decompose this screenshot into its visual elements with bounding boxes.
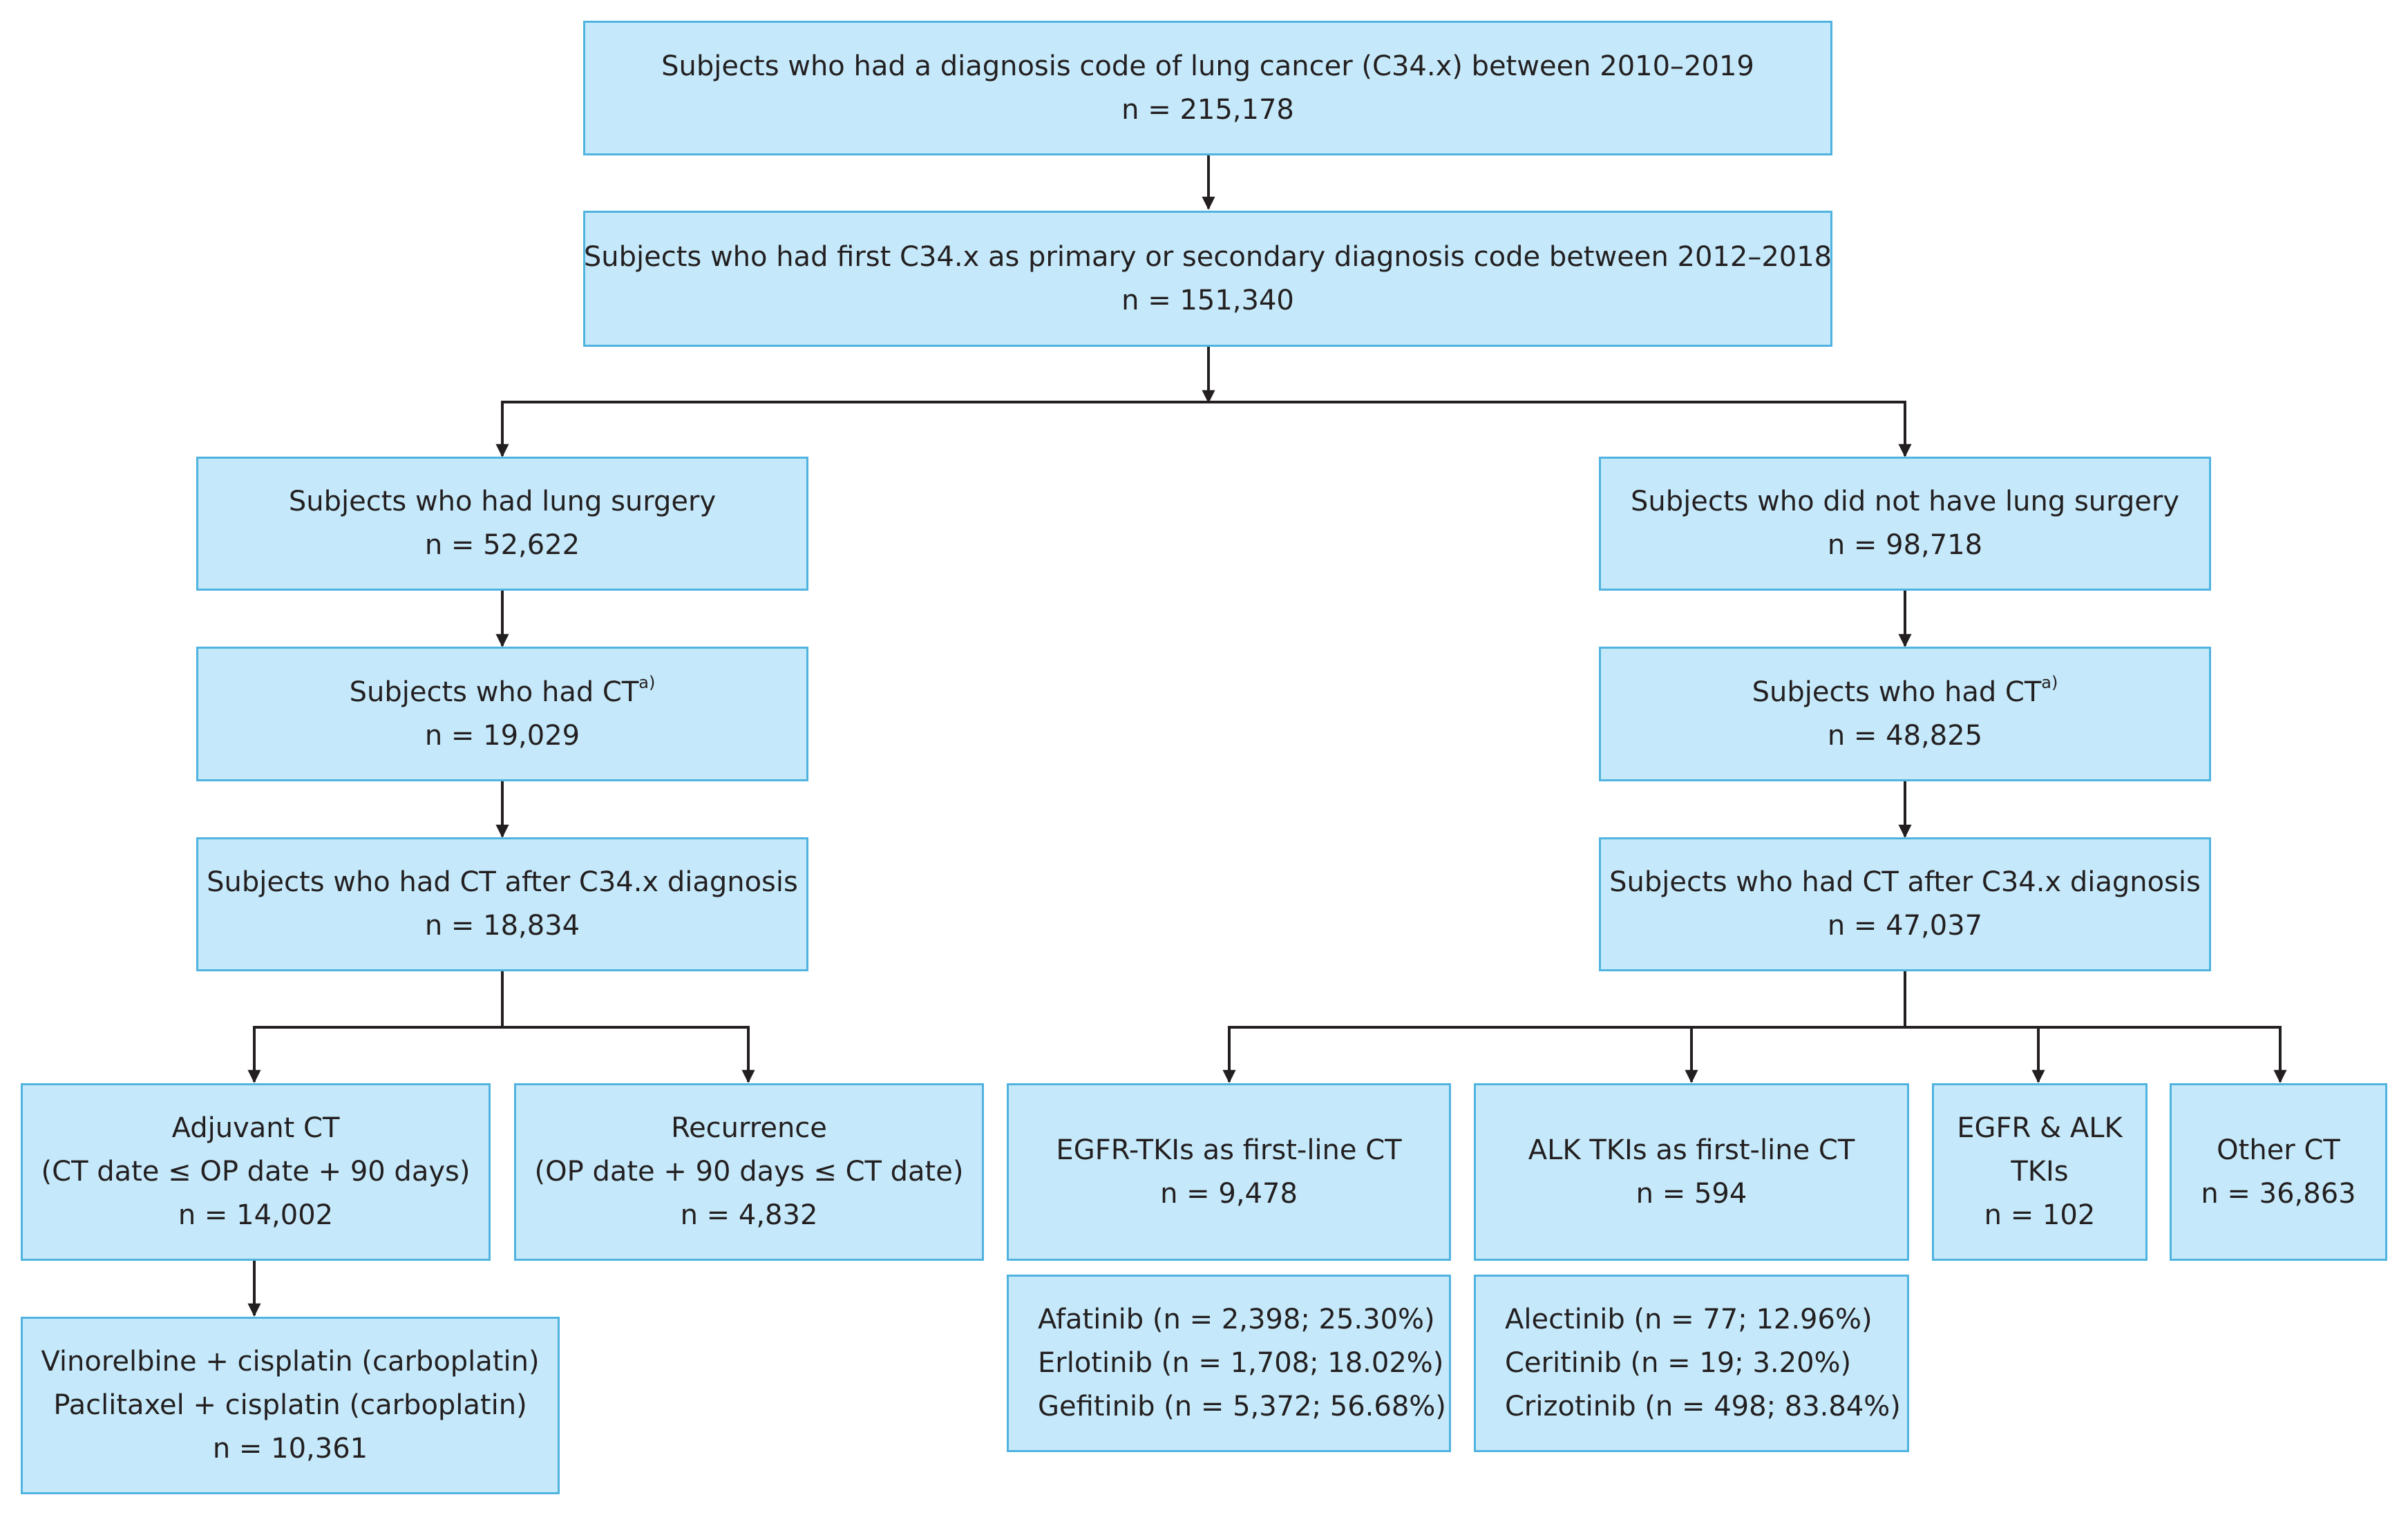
box-label: Subjects who had CT after C34.x diagnosi… <box>1609 866 2201 898</box>
box-label: Subjects who had a diagnosis code of lun… <box>661 50 1754 82</box>
drug-item: Gefitinib (n = 5,372; 56.68%) <box>1038 1391 1446 1422</box>
box-count: n = 102 <box>1984 1199 2096 1231</box>
drug-item: Erlotinib (n = 1,708; 18.02%) <box>1038 1347 1444 1379</box>
box-label: EGFR & ALK <box>1957 1112 2123 1144</box>
box-count: n = 9,478 <box>1160 1177 1298 1210</box>
box-count: n = 52,622 <box>424 529 580 561</box>
box-count: n = 151,340 <box>1121 284 1294 316</box>
box-chemo-regimens: Vinorelbine + cisplatin (carboplatin) Pa… <box>21 1317 560 1494</box>
box-count: n = 48,825 <box>1827 719 1983 752</box>
box-adjuvant-ct: Adjuvant CT (CT date ≤ OP date + 90 days… <box>21 1083 491 1261</box>
box-regimen: Vinorelbine + cisplatin (carboplatin) <box>41 1346 540 1378</box>
box-label: Adjuvant CT <box>171 1112 340 1144</box>
box-egfr-drug-breakdown: Afatinib (n = 2,398; 25.30%) Erlotinib (… <box>1007 1275 1451 1452</box>
box-count: n = 14,002 <box>178 1199 334 1231</box>
box-label: TKIs <box>2011 1156 2069 1188</box>
box-count: n = 36,863 <box>2201 1177 2356 1210</box>
box-first-diagnosis: Subjects who had first C34.x as primary … <box>583 211 1832 347</box>
box-label: Subjects who had first C34.x as primary … <box>583 240 1832 273</box>
footnote-marker: a) <box>638 673 656 693</box>
drug-item: Ceritinib (n = 19; 3.20%) <box>1505 1347 1852 1379</box>
box-alk-tkis: ALK TKIs as first-line CT n = 594 <box>1474 1083 1909 1261</box>
box-condition: (OP date + 90 days ≤ CT date) <box>534 1156 964 1188</box>
box-label: Recurrence <box>671 1112 827 1144</box>
drug-item: Alectinib (n = 77; 12.96%) <box>1505 1304 1873 1335</box>
box-count: n = 47,037 <box>1827 910 1983 942</box>
footnote-marker: a) <box>2041 673 2058 693</box>
box-count: n = 215,178 <box>1121 93 1294 126</box>
box-count: n = 4,832 <box>680 1199 818 1231</box>
box-egfr-tkis: EGFR-TKIs as first-line CT n = 9,478 <box>1007 1083 1451 1261</box>
box-egfr-alk-tkis: EGFR & ALK TKIs n = 102 <box>1932 1083 2148 1261</box>
box-count: n = 98,718 <box>1827 529 1983 561</box>
box-label: ALK TKIs as first-line CT <box>1528 1134 1855 1166</box>
drug-item: Afatinib (n = 2,398; 25.30%) <box>1038 1304 1435 1335</box>
box-no-surgery-ct-after-diagnosis: Subjects who had CT after C34.x diagnosi… <box>1599 837 2211 971</box>
box-regimen: Paclitaxel + cisplatin (carboplatin) <box>53 1389 527 1421</box>
box-label: Subjects who had CTa) <box>1752 673 2058 708</box>
box-label: Subjects who did not have lung surgery <box>1630 486 2179 517</box>
box-count: n = 19,029 <box>424 719 580 752</box>
box-no-lung-surgery: Subjects who did not have lung surgery n… <box>1599 457 2211 591</box>
box-label: Subjects who had lung surgery <box>288 486 717 517</box>
box-surgery-had-ct: Subjects who had CTa) n = 19,029 <box>196 647 808 781</box>
box-label: Other CT <box>2217 1134 2340 1166</box>
box-alk-drug-breakdown: Alectinib (n = 77; 12.96%) Ceritinib (n … <box>1474 1275 1909 1452</box>
box-lung-surgery: Subjects who had lung surgery n = 52,622 <box>196 457 808 591</box>
box-condition: (CT date ≤ OP date + 90 days) <box>41 1156 471 1188</box>
box-count: n = 18,834 <box>424 910 580 942</box>
box-all-subjects: Subjects who had a diagnosis code of lun… <box>583 21 1832 155</box>
box-count: n = 594 <box>1636 1177 1747 1210</box>
box-count: n = 10,361 <box>212 1433 368 1465</box>
box-other-ct: Other CT n = 36,863 <box>2170 1083 2387 1261</box>
box-label: Subjects who had CTa) <box>349 673 656 708</box>
drug-item: Crizotinib (n = 498; 83.84%) <box>1505 1391 1901 1422</box>
box-surgery-ct-after-diagnosis: Subjects who had CT after C34.x diagnosi… <box>196 837 808 971</box>
box-label: Subjects who had CT after C34.x diagnosi… <box>207 866 798 898</box>
box-label: EGFR-TKIs as first-line CT <box>1056 1134 1402 1166</box>
box-recurrence: Recurrence (OP date + 90 days ≤ CT date)… <box>514 1083 984 1261</box>
box-no-surgery-had-ct: Subjects who had CTa) n = 48,825 <box>1599 647 2211 781</box>
